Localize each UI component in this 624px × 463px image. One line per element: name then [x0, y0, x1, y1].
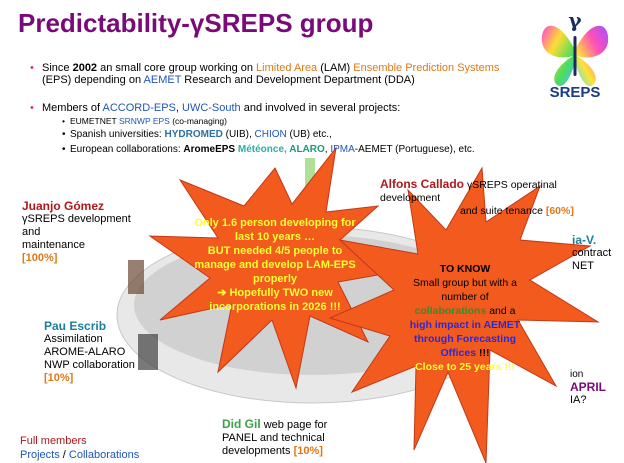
- bullet-icon: •: [62, 129, 66, 140]
- bullet-icon: •: [30, 62, 34, 74]
- slide-title: Predictability-γSREPS group: [18, 8, 374, 38]
- person-maria-v: ia-V. contract NET: [572, 233, 612, 273]
- sub-bullet-eumetnet: • EUMETNET SRNWP EPS (co-managing): [62, 116, 227, 126]
- person-pau: Pau Escrib Assimilation AROME-ALARO NWP …: [44, 319, 135, 385]
- person-david: Did Gil web page for PANEL and technical…: [222, 417, 328, 458]
- sub-bullet-universities: • Spanish universities: HYDROMED (UIB), …: [62, 129, 332, 140]
- person-figure-icon: [128, 260, 144, 294]
- burst-right-text: TO KNOW Small group but with a number of…: [409, 263, 521, 373]
- sreps-logo: γ SREPS: [538, 8, 612, 104]
- logo-text: SREPS: [549, 84, 601, 101]
- person-figure-icon: [305, 158, 315, 198]
- butterfly-icon: [541, 25, 609, 86]
- bullet-icon: •: [62, 116, 65, 126]
- logo-gamma: γ: [568, 8, 582, 32]
- person-juanjo: Juanjo Gómez γSREPS development and main…: [22, 199, 131, 265]
- bullet-core-group: • Since 2002 an small core group working…: [30, 62, 500, 86]
- bullet-icon: •: [30, 102, 34, 114]
- legend-full-members: Full members: [20, 435, 87, 447]
- person-alfons: Alfons Callado γSREPS operatinal develop…: [380, 177, 574, 218]
- sub-bullet-european: • European collaborations: AromeEPS Mété…: [62, 144, 475, 155]
- legend-projects: Projects / Collaborations: [20, 449, 140, 461]
- person-april: ion APRIL IA?: [570, 369, 606, 406]
- person-figure-icon: [138, 334, 158, 370]
- bullet-icon: •: [62, 144, 66, 155]
- burst-left-text: Only 1.6 person developing for last 10 y…: [194, 217, 356, 313]
- bullet-members: • Members of ACCORD-EPS, UWC-South and i…: [30, 102, 401, 114]
